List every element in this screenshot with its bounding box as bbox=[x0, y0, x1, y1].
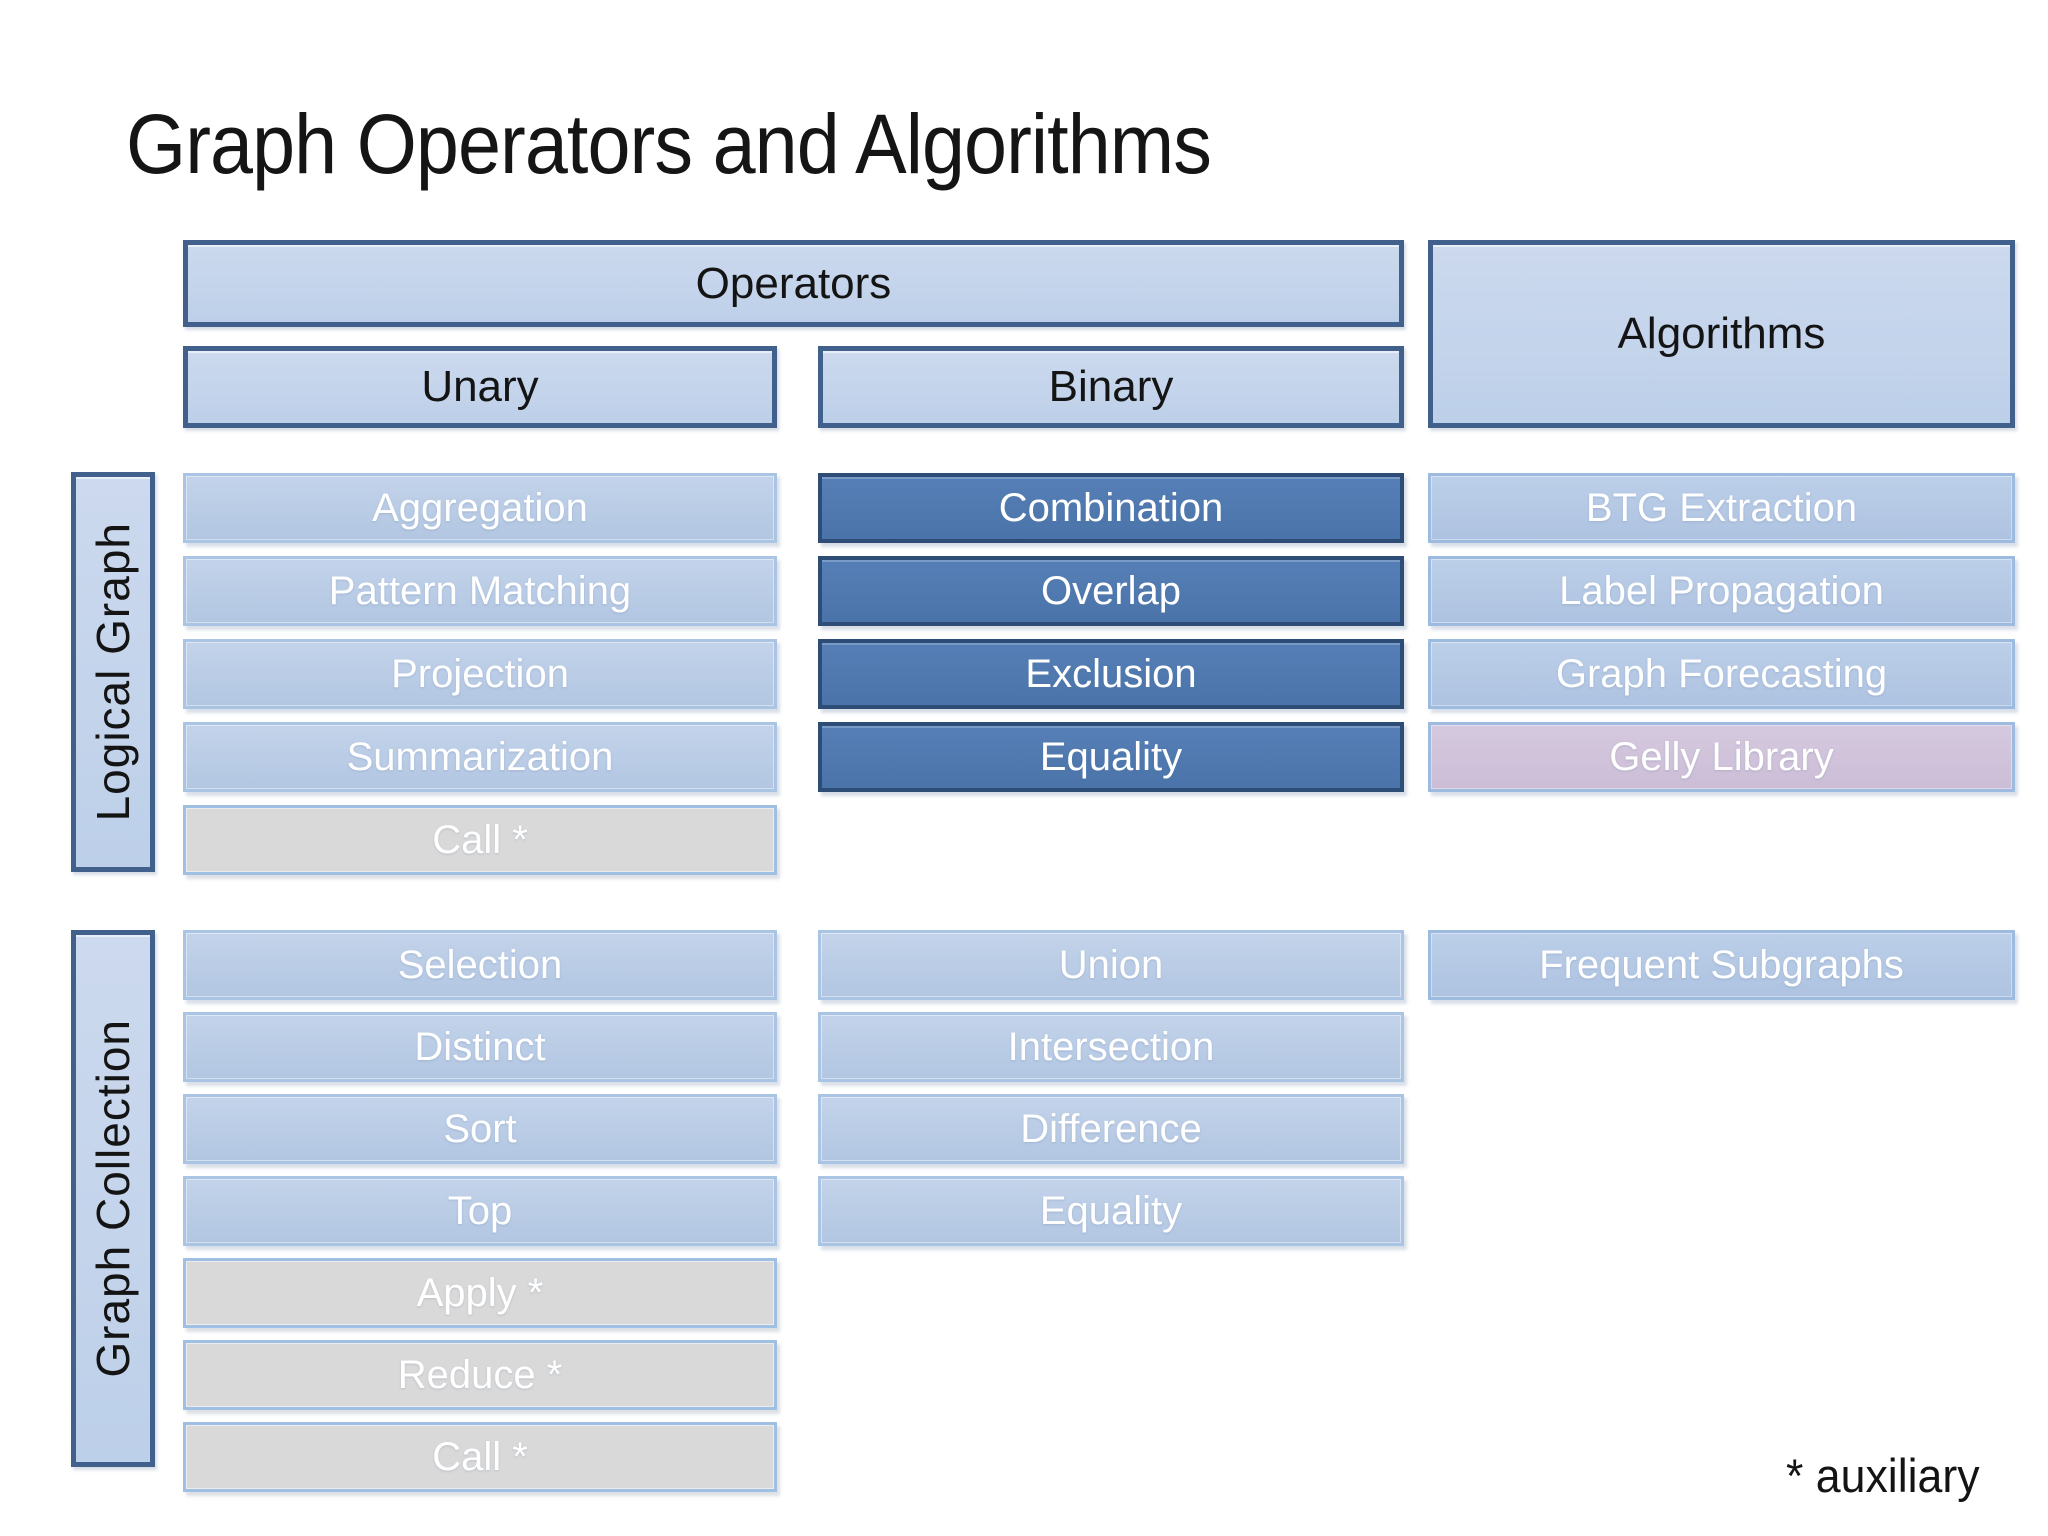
row-selection: Selection bbox=[183, 930, 777, 1000]
row-intersection-label: Intersection bbox=[1007, 1024, 1215, 1069]
header-binary-label: Binary bbox=[1048, 362, 1174, 411]
row-overlap-label: Overlap bbox=[1040, 568, 1182, 613]
row-pattern-matching-label: Pattern Matching bbox=[328, 568, 632, 613]
row-combination: Combination bbox=[818, 473, 1404, 543]
row-exclusion-label: Exclusion bbox=[1025, 651, 1197, 696]
row-frequent-subgraphs-label: Frequent Subgraphs bbox=[1539, 942, 1904, 987]
header-unary: Unary bbox=[183, 346, 777, 428]
row-distinct-label: Distinct bbox=[414, 1024, 546, 1069]
row-exclusion: Exclusion bbox=[818, 639, 1404, 709]
row-top: Top bbox=[183, 1176, 777, 1246]
row-equality-collection-label: Equality bbox=[1039, 1188, 1183, 1233]
row-pattern-matching: Pattern Matching bbox=[183, 556, 777, 626]
row-projection-label: Projection bbox=[391, 651, 569, 696]
row-combination-label: Combination bbox=[998, 485, 1224, 530]
logical-graph-label: Logical Graph bbox=[87, 522, 139, 822]
row-intersection: Intersection bbox=[818, 1012, 1404, 1082]
row-call-logical: Call * bbox=[183, 805, 777, 875]
row-frequent-subgraphs: Frequent Subgraphs bbox=[1428, 930, 2015, 1000]
row-reduce: Reduce * bbox=[183, 1340, 777, 1410]
row-apply-label: Apply * bbox=[416, 1270, 544, 1315]
graph-collection-label: Graph Collection bbox=[87, 1019, 139, 1378]
row-equality-collection: Equality bbox=[818, 1176, 1404, 1246]
row-label-propagation-label: Label Propagation bbox=[1559, 568, 1884, 613]
row-apply: Apply * bbox=[183, 1258, 777, 1328]
row-equality-logical: Equality bbox=[818, 722, 1404, 792]
header-operators-label: Operators bbox=[695, 258, 892, 308]
row-distinct: Distinct bbox=[183, 1012, 777, 1082]
row-reduce-label: Reduce * bbox=[397, 1352, 563, 1397]
page-title: Graph Operators and Algorithms bbox=[126, 97, 1212, 191]
row-aggregation: Aggregation bbox=[183, 473, 777, 543]
row-summarization-label: Summarization bbox=[346, 734, 614, 779]
row-difference: Difference bbox=[818, 1094, 1404, 1164]
row-sort: Sort bbox=[183, 1094, 777, 1164]
row-union: Union bbox=[818, 930, 1404, 1000]
row-union-label: Union bbox=[1058, 942, 1164, 987]
header-operators: Operators bbox=[183, 240, 1404, 327]
row-graph-forecasting-label: Graph Forecasting bbox=[1555, 651, 1888, 696]
row-equality-logical-label: Equality bbox=[1039, 734, 1183, 779]
header-algorithms: Algorithms bbox=[1428, 240, 2015, 428]
header-algorithms-label: Algorithms bbox=[1617, 309, 1826, 358]
row-aggregation-label: Aggregation bbox=[372, 485, 588, 530]
row-btg-extraction: BTG Extraction bbox=[1428, 473, 2015, 543]
row-projection: Projection bbox=[183, 639, 777, 709]
header-unary-label: Unary bbox=[421, 362, 539, 411]
row-gelly-library-label: Gelly Library bbox=[1609, 734, 1834, 779]
row-call-collection-label: Call * bbox=[432, 1434, 528, 1479]
row-top-label: Top bbox=[447, 1188, 513, 1233]
row-call-collection: Call * bbox=[183, 1422, 777, 1492]
row-call-logical-label: Call * bbox=[432, 817, 528, 862]
row-sort-label: Sort bbox=[443, 1106, 517, 1151]
section-label-logical-graph: Logical Graph bbox=[71, 472, 155, 872]
row-gelly-library: Gelly Library bbox=[1428, 722, 2015, 792]
footnote-auxiliary: * auxiliary bbox=[1786, 1449, 1980, 1502]
row-graph-forecasting: Graph Forecasting bbox=[1428, 639, 2015, 709]
row-difference-label: Difference bbox=[1020, 1106, 1202, 1151]
header-binary: Binary bbox=[818, 346, 1404, 428]
row-overlap: Overlap bbox=[818, 556, 1404, 626]
row-summarization: Summarization bbox=[183, 722, 777, 792]
row-btg-extraction-label: BTG Extraction bbox=[1585, 485, 1858, 530]
row-selection-label: Selection bbox=[397, 942, 563, 987]
row-label-propagation: Label Propagation bbox=[1428, 556, 2015, 626]
section-label-graph-collection: Graph Collection bbox=[71, 930, 155, 1467]
